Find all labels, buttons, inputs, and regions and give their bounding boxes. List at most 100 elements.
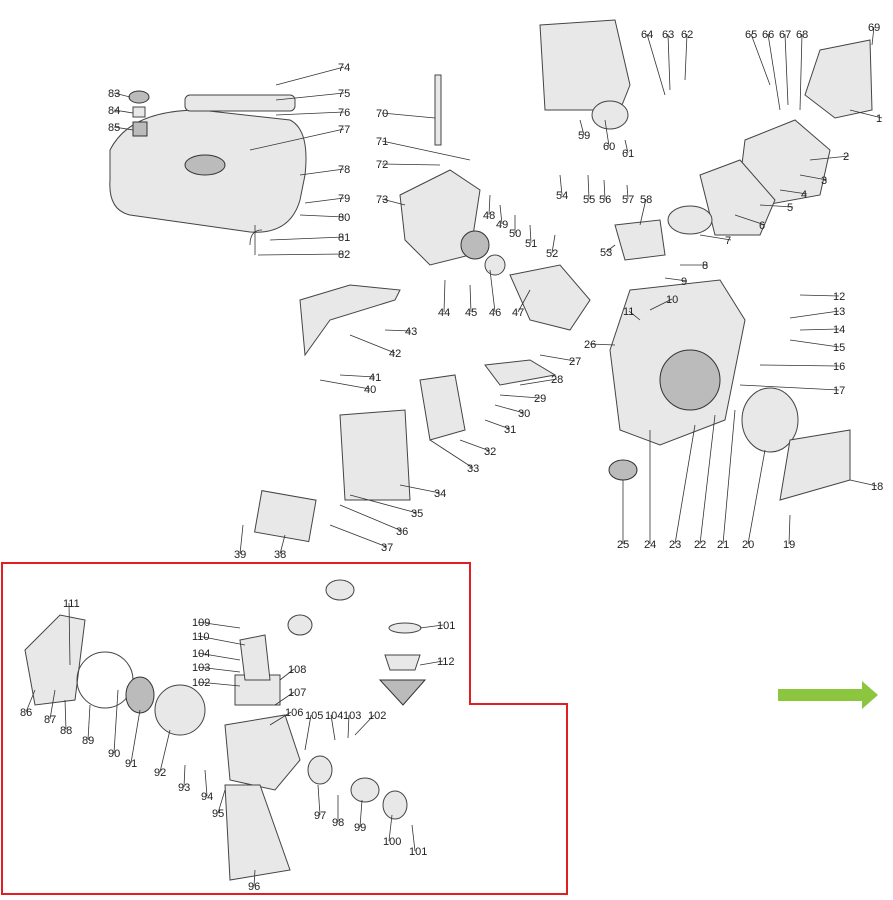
part-number-label: 103 [192, 662, 210, 674]
leader-line [604, 119, 610, 147]
leader-line [359, 799, 363, 828]
part-number-label: 98 [332, 817, 344, 829]
part-number-label: 70 [376, 108, 388, 120]
leader-line [159, 729, 171, 773]
part-number-label: 4 [801, 189, 807, 201]
leader-line [299, 214, 345, 218]
leader-line [419, 624, 444, 629]
part-number-label: 27 [569, 356, 581, 368]
part-number-label: 7 [725, 235, 731, 247]
part-number-label: 46 [489, 307, 501, 319]
part-number-label: 1 [876, 113, 882, 125]
leader-line [384, 329, 412, 332]
part-number-label: 74 [338, 62, 350, 74]
part-number-label: 49 [496, 219, 508, 231]
leader-line [349, 334, 396, 354]
part-number-label: 31 [504, 424, 516, 436]
leader-line [799, 328, 840, 331]
part-number-label: 25 [617, 539, 629, 551]
leader-line [253, 869, 256, 887]
engine-parts [254, 19, 873, 543]
part-number-label: 5 [787, 202, 793, 214]
pump-section [24, 579, 427, 881]
leader-line [381, 198, 406, 206]
leader-line [249, 128, 345, 151]
leader-line [626, 184, 629, 200]
part-number-label: 100 [383, 836, 401, 848]
leader-line [317, 784, 321, 816]
part-number-label: 30 [518, 408, 530, 420]
leader-line [347, 714, 350, 739]
leader-line [664, 277, 688, 282]
part-number-label: 26 [584, 339, 596, 351]
leader-line [799, 174, 828, 181]
part-number-label: 101 [437, 620, 455, 632]
pump-highlight-box [1, 562, 568, 895]
next-arrow[interactable] [778, 681, 878, 709]
part-number-label: 17 [833, 385, 845, 397]
leader-line [750, 33, 771, 86]
part-number-label: 104 [192, 648, 210, 660]
part-number-label: 53 [600, 247, 612, 259]
part-number-label: 61 [622, 148, 634, 160]
part-number-label: 85 [108, 122, 120, 134]
part-number-label: 3 [821, 175, 827, 187]
part-number-label: 104 [325, 710, 343, 722]
leader-line [699, 234, 732, 241]
part-number-label: 67 [779, 29, 791, 41]
part-number-label: 63 [662, 29, 674, 41]
leader-line [759, 204, 794, 208]
leader-line [275, 66, 345, 86]
part-number-label: 35 [411, 508, 423, 520]
part-number-label: 111 [63, 598, 80, 610]
leader-line [551, 234, 556, 254]
leader-line [429, 439, 474, 469]
part-number-label: 9 [681, 276, 687, 288]
leader-line [49, 689, 56, 720]
leader-line [605, 244, 616, 253]
part-number-label: 106 [285, 707, 303, 719]
leader-line [529, 224, 532, 244]
part-number-label: 38 [274, 549, 286, 561]
leader-line [381, 140, 471, 161]
part-number-label: 58 [640, 194, 652, 206]
leader-line [624, 139, 629, 154]
leader-line [113, 689, 119, 754]
leader-line [299, 168, 345, 176]
part-number-label: 109 [192, 617, 210, 629]
leader-line [788, 514, 791, 545]
leader-line [275, 92, 345, 101]
part-number-label: 102 [192, 677, 210, 689]
leader-line [275, 111, 345, 116]
leader-line [354, 714, 375, 736]
part-number-label: 87 [44, 714, 56, 726]
leader-line [499, 204, 503, 225]
part-number-label: 22 [694, 539, 706, 551]
part-number-label: 78 [338, 164, 350, 176]
leader-line [197, 621, 241, 629]
part-number-label: 97 [314, 810, 326, 822]
leader-line [87, 704, 91, 741]
part-number-label: 76 [338, 107, 350, 119]
leader-line [68, 602, 71, 666]
part-number-label: 48 [483, 210, 495, 222]
leader-line [204, 769, 208, 797]
part-number-label: 8 [702, 260, 708, 272]
leader-line [849, 109, 883, 119]
leader-line [484, 419, 511, 430]
leader-line [488, 194, 491, 216]
part-number-label: 68 [796, 29, 808, 41]
part-number-label: 79 [338, 193, 350, 205]
leader-line [747, 449, 766, 545]
part-number-label: 29 [534, 393, 546, 405]
part-number-label: 101 [409, 846, 427, 858]
leader-line [649, 298, 673, 311]
leader-line [319, 379, 371, 390]
part-number-label: 56 [599, 194, 611, 206]
leader-line [274, 691, 295, 706]
part-number-label: 69 [868, 22, 880, 34]
leader-line [197, 666, 241, 673]
leader-line [589, 343, 616, 346]
part-number-label: 71 [376, 136, 388, 148]
part-number-label: 13 [833, 306, 845, 318]
